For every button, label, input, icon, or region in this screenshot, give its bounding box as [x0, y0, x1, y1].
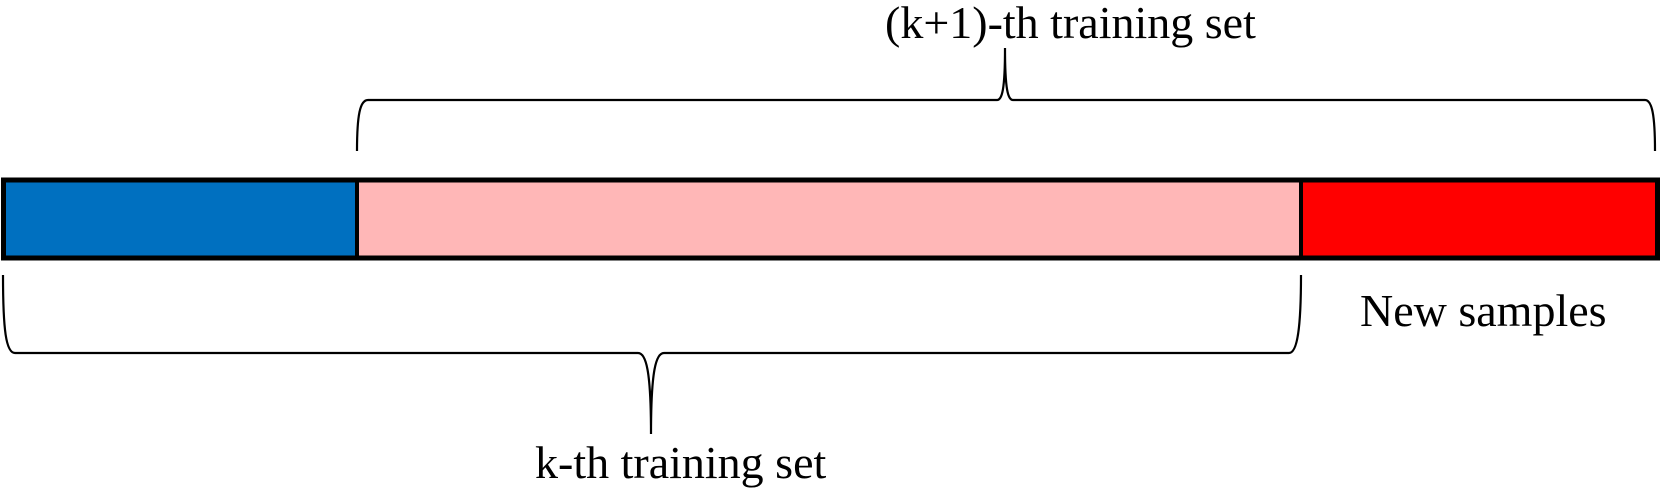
segment-blue — [4, 180, 357, 258]
bar-border — [1, 177, 1660, 261]
segment-red — [1301, 180, 1656, 258]
k-training-set-label: k-th training set — [535, 437, 827, 488]
new-samples-label: New samples — [1360, 285, 1607, 336]
k-plus-1-training-set-label: (k+1)-th training set — [885, 0, 1256, 48]
top-brace — [355, 47, 1657, 152]
segment-pink — [357, 180, 1301, 258]
bottom-brace — [1, 274, 1303, 435]
